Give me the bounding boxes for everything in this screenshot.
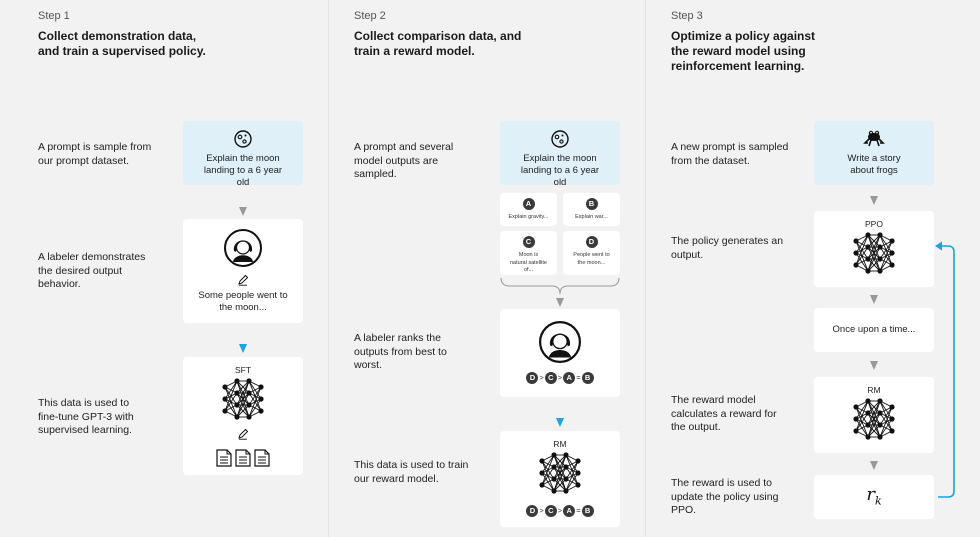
flow-arrow — [870, 196, 878, 205]
person-icon — [224, 229, 262, 267]
document-stack — [216, 449, 272, 467]
step-title: Optimize a policy against the reward mod… — [671, 29, 816, 73]
model-output-card: D People went to the moon... — [563, 231, 620, 275]
output-text: Moon is natural satellite of... — [510, 252, 547, 273]
output-badge: C — [522, 236, 535, 248]
reward-model-card: RM D>C>A=B — [500, 431, 620, 527]
column-divider — [645, 0, 646, 537]
ranking-card: D>C>A=B — [500, 309, 620, 397]
step-description: The policy generates an output. — [671, 235, 784, 261]
step-description: The reward model calculates a reward for… — [671, 394, 777, 433]
prompt-text: Explain the moon landing to a 6 year old — [520, 153, 600, 188]
model-label: SFT — [234, 365, 252, 375]
output-badge: A — [522, 198, 535, 210]
policy-card: PPO — [814, 211, 934, 287]
pencil-icon — [237, 274, 249, 286]
model-output-card: B Explain war... — [563, 193, 620, 226]
output-text: Explain war... — [575, 214, 608, 220]
person-icon — [539, 321, 581, 363]
moon-icon — [550, 129, 570, 149]
flow-arrow — [870, 461, 878, 470]
prompt-card: Explain the moon landing to a 6 year old — [500, 121, 620, 188]
model-output-card: C Moon is natural satellite of... — [500, 231, 557, 275]
reward-symbol: r — [866, 484, 875, 505]
step-description: This data is used to train our reward mo… — [354, 459, 469, 485]
step-description: A labeler ranks the outputs from best to… — [354, 332, 447, 371]
neural-net-icon — [850, 397, 898, 441]
output-badge: B — [585, 198, 598, 210]
moon-icon — [233, 129, 253, 149]
model-label: RM — [553, 439, 567, 449]
feedback-arrow-icon — [935, 241, 955, 498]
sft-model-card: SFT — [183, 357, 303, 475]
output-text: Explain gravity... — [508, 214, 549, 220]
frog-icon — [863, 128, 885, 148]
reward-value: rk — [814, 484, 934, 508]
document-icon — [254, 449, 270, 467]
step-description: A prompt and several model outputs are s… — [354, 141, 454, 180]
rank-badge: C — [544, 371, 557, 384]
pencil-icon — [237, 428, 249, 440]
step-label: Step 1 — [38, 10, 70, 22]
step-description: A prompt is sample from our prompt datas… — [38, 141, 152, 167]
prompt-card: Write a story about frogs — [814, 121, 934, 185]
reward-card: rk — [814, 475, 934, 519]
rank-badge: C — [544, 504, 557, 517]
step-title: Collect demonstration data, and train a … — [38, 29, 206, 58]
flow-arrow — [870, 361, 878, 370]
rank-operator: = — [576, 373, 581, 383]
neural-net-icon — [536, 451, 584, 495]
demonstration-card: Some people went to the moon... — [183, 219, 303, 323]
ranking-row: D>C>A=B — [500, 502, 620, 520]
neural-net-icon — [850, 231, 898, 275]
step-label: Step 3 — [671, 10, 703, 22]
document-icon — [235, 449, 251, 467]
step-2-column: Step 2 Collect comparison data, and trai… — [329, 0, 645, 537]
document-icon — [216, 449, 232, 467]
step-title: Collect comparison data, and train a rew… — [354, 29, 522, 58]
rank-badge: D — [526, 371, 539, 384]
rank-operator: > — [557, 506, 563, 516]
step-description: A labeler demonstrates the desired outpu… — [38, 251, 146, 290]
model-label: RM — [867, 385, 881, 395]
rank-operator: > — [539, 373, 544, 383]
rank-operator: > — [557, 373, 563, 383]
rank-badge: B — [581, 504, 594, 517]
rank-badge: B — [581, 371, 594, 384]
output-text: Once upon a time... — [832, 324, 916, 335]
prompt-text: Write a story about frogs — [847, 153, 901, 176]
reward-model-card: RM — [814, 377, 934, 453]
step-label: Step 2 — [354, 10, 386, 22]
prompt-card: Explain the moon landing to a 6 year old — [183, 121, 303, 188]
ranking-row: D>C>A=B — [500, 369, 620, 387]
brace-connector — [500, 278, 620, 307]
output-card: Once upon a time... — [814, 308, 934, 352]
flow-arrow — [870, 295, 878, 304]
output-text: People went to the moon... — [573, 252, 610, 266]
prompt-text: Explain the moon landing to a 6 year old — [203, 153, 283, 188]
step-1-column: Step 1 Collect demonstration data, and t… — [0, 0, 328, 537]
model-output-card: A Explain gravity... — [500, 193, 557, 226]
rank-badge: D — [526, 504, 539, 517]
rank-badge: A — [563, 371, 576, 384]
rank-operator: > — [539, 506, 544, 516]
reward-subscript: k — [874, 494, 882, 508]
rank-badge: A — [563, 504, 576, 517]
neural-net-icon — [219, 377, 267, 421]
policy-label: PPO — [865, 219, 883, 229]
step-description: A new prompt is sampled from the dataset… — [671, 141, 789, 167]
flow-arrow — [239, 344, 247, 353]
step-description: This data is used to fine-tune GPT-3 wit… — [38, 397, 134, 436]
rank-operator: = — [576, 506, 581, 516]
demonstration-text: Some people went to the moon... — [198, 290, 288, 313]
flow-arrow — [556, 418, 564, 427]
column-divider — [328, 0, 329, 537]
step-description: The reward is used to update the policy … — [671, 477, 779, 516]
step-3-column: Step 3 Optimize a policy against the rew… — [646, 0, 980, 537]
flow-arrow — [239, 207, 247, 216]
output-badge: D — [585, 236, 598, 248]
